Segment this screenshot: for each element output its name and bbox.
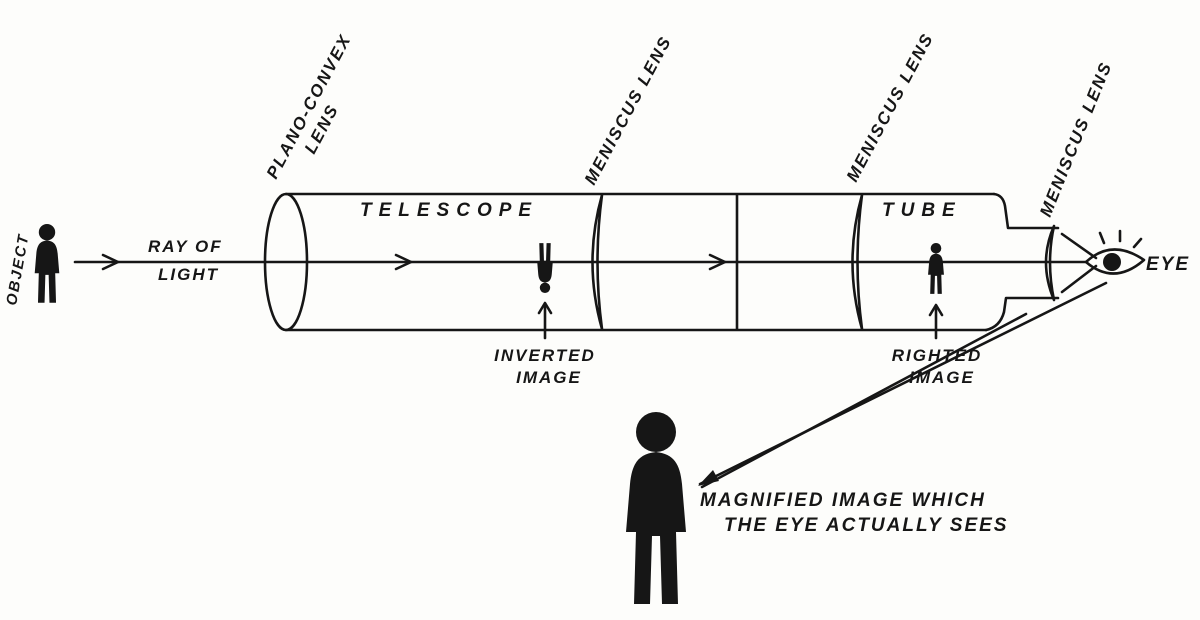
ray-of-light-label-line1: RAY OF	[148, 237, 223, 256]
sight-line-lower	[700, 312, 1028, 489]
ray-of-light-label-line2: LIGHT	[158, 265, 219, 284]
plano-convex-lens-label-line1: PLANO-CONVEX	[263, 31, 355, 182]
eye-pupil	[1103, 253, 1121, 271]
magnified-image-label-line2: THE EYE ACTUALLY SEES	[724, 515, 1008, 536]
ray-arrowhead-right	[708, 253, 727, 271]
righted-image-label-line1: RIGHTED	[892, 346, 983, 365]
telescope-label: TELESCOPE	[360, 200, 538, 221]
inverted-image-label-line2: IMAGE	[516, 368, 582, 387]
sight-line-arrowhead	[698, 470, 719, 486]
meniscus-lens-2-label: MENISCUS LENS	[843, 30, 938, 185]
meniscus-lens-1-shape	[591, 193, 604, 331]
object-label: OBJECT	[3, 232, 32, 307]
meniscus-lens-1-label: MENISCUS LENS	[581, 33, 676, 188]
object-figure	[34, 224, 60, 303]
inverted-image-label-line1: INVERTED	[494, 346, 596, 365]
righted-image-label-line2: IMAGE	[909, 368, 975, 387]
righted-image-arrowhead	[928, 303, 944, 317]
tube-right-step-bottom	[984, 296, 1060, 332]
inverted-image-arrowhead	[537, 301, 553, 315]
eye-lash-1	[1098, 231, 1106, 245]
ray-arrowhead-left	[101, 253, 120, 271]
ray-arrowhead-mid	[394, 253, 413, 271]
meniscus-lens-3-shape	[1044, 224, 1056, 302]
eye-outline	[1084, 248, 1146, 275]
eye-cone-bottom-line	[1060, 264, 1098, 294]
magnified-image-figure	[626, 412, 686, 604]
tube-label: TUBE	[882, 200, 962, 221]
tube-right-step-top	[992, 192, 1060, 230]
righted-image-figure	[928, 243, 944, 294]
eye-lash-3	[1132, 237, 1143, 249]
meniscus-lens-2-shape	[851, 193, 864, 331]
sight-line-upper	[698, 281, 1108, 486]
meniscus-lens-3-label: MENISCUS LENS	[1036, 59, 1116, 220]
eye-label: EYE	[1146, 254, 1190, 275]
eye-cone-top-line	[1060, 232, 1098, 260]
magnified-image-label-line1: MAGNIFIED IMAGE WHICH	[700, 490, 986, 511]
inverted-image-figure	[537, 243, 553, 293]
